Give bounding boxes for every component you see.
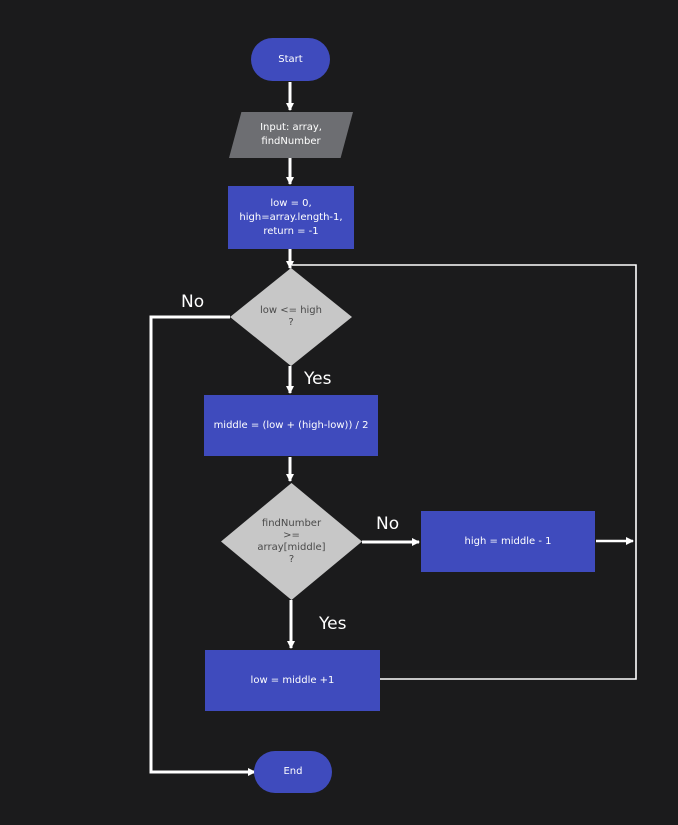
high-update-node: high = middle - 1: [421, 511, 595, 572]
cond2-no-label: No: [376, 514, 400, 534]
cond1-label: low <= high ?: [260, 305, 322, 328]
middle-label: middle = (low + (high-low)) / 2: [213, 419, 369, 431]
end-label: End: [283, 766, 303, 777]
edge-cond1-no-to-end: [149, 315, 256, 776]
init-node: low = 0, high=array.length-1, return = -…: [228, 186, 354, 249]
high-update-label: high = middle - 1: [464, 535, 552, 547]
cond1-no-label: No: [181, 292, 205, 312]
init-label: low = 0, high=array.length-1, return = -…: [239, 197, 343, 237]
low-update-label: low = middle +1: [250, 674, 335, 686]
end-node: End: [254, 751, 332, 793]
edge-low-update-loop: [292, 264, 637, 680]
low-update-node: low = middle +1: [205, 650, 380, 711]
cond1-yes-label: Yes: [304, 369, 332, 389]
cond2-yes-label: Yes: [319, 614, 347, 634]
middle-node: middle = (low + (high-low)) / 2: [204, 395, 378, 456]
start-node: Start: [251, 38, 330, 81]
cond2-label: findNumber >= array[middle] ?: [257, 517, 326, 565]
input-node: [229, 112, 353, 158]
start-label: Start: [278, 53, 303, 65]
input-label: Input: array, findNumber: [260, 122, 322, 147]
